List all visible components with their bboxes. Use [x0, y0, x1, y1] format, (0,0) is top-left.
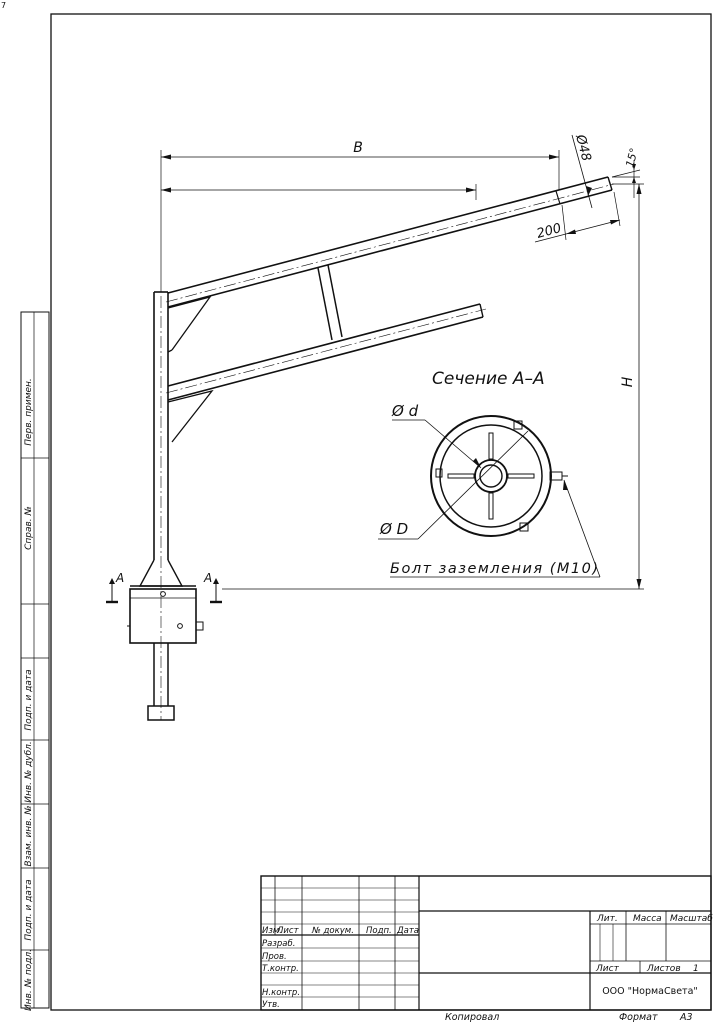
tb-col-izm: Изм.	[262, 926, 282, 936]
tb-row-utv: Утв.	[262, 1000, 280, 1010]
section-view: Сечение A–A Ø d Ø D Болт заземления (M10…	[378, 369, 601, 578]
tb-sheets-count: 1	[693, 964, 699, 974]
footer-format-value: А3	[679, 1012, 693, 1023]
stamp-perv-primen: Перв. примен.	[24, 378, 34, 446]
dim-h-label: H	[620, 376, 636, 387]
arm-strut	[317, 264, 343, 341]
tb-massa: Масса	[633, 914, 662, 924]
tb-row-tkontr: Т.контр.	[262, 964, 299, 974]
section-title: Сечение A–A	[432, 369, 545, 389]
tb-masshtab: Масштаб	[670, 914, 713, 924]
tb-col-data: Дата	[396, 926, 419, 936]
vertical-post	[153, 291, 169, 720]
stamp-sprav-no: Справ. №	[24, 506, 34, 550]
tb-col-podp: Подп.	[366, 926, 392, 936]
footer-format-label: Формат	[619, 1012, 658, 1023]
footer-kopiroval: Копировал	[445, 1012, 499, 1023]
bracket-drawing: A A	[106, 176, 615, 721]
tb-row-nkontr: Н.контр.	[262, 988, 300, 998]
sheet-frame	[50, 13, 712, 1011]
lower-arm	[165, 303, 487, 401]
post-base	[130, 559, 196, 587]
stamp-podp-data-1: Подп. и дата	[24, 669, 34, 730]
post-stub	[147, 643, 175, 721]
label-big-diameter: Ø D	[379, 520, 408, 538]
tb-company: ООО "НормаСвета"	[602, 986, 698, 997]
section-markers: A A	[106, 571, 222, 604]
dim-angle: 15°	[623, 147, 641, 169]
tb-row-razrab: Разраб.	[262, 939, 295, 949]
gussets	[167, 295, 214, 443]
tb-row-prov: Пров.	[262, 952, 287, 962]
post-sleeve	[127, 588, 204, 644]
label-small-diameter: Ø d	[391, 402, 419, 420]
section-marker-right: A	[203, 571, 212, 585]
dim-b-label: B	[353, 140, 363, 156]
stamp-inv-dubl: Инв. № дубл.	[24, 741, 34, 803]
stamp-vzam-inv: Взам. инв. №	[24, 805, 34, 866]
tb-col-dokum: № докум.	[311, 926, 354, 936]
title-block: Изм. Лист № докум. Подп. Дата Разраб. Пр…	[260, 875, 713, 1011]
stamp-podp-data-2: Подп. и дата	[24, 879, 34, 940]
stamp-inv-podl: Инв. № подл.	[24, 949, 34, 1011]
side-stamp: Перв. примен. Справ. № Подп. и дата Инв.…	[20, 311, 50, 1011]
corner-mark: 7	[1, 1, 6, 10]
dim-pipe-diameter: Ø48	[572, 132, 594, 163]
dimensions: B Ø48 15° 200 H	[160, 132, 644, 590]
label-ground-bolt: Болт заземления (M10)	[390, 561, 600, 577]
tb-sheet-label: Лист	[595, 964, 620, 974]
upper-arm	[165, 176, 615, 308]
tb-sheets-label: Листов	[646, 964, 681, 974]
dim-length: 200	[535, 221, 563, 242]
section-marker-left: A	[115, 571, 124, 585]
tb-col-list: Лист	[276, 926, 300, 936]
tb-lit: Лит.	[596, 914, 618, 924]
